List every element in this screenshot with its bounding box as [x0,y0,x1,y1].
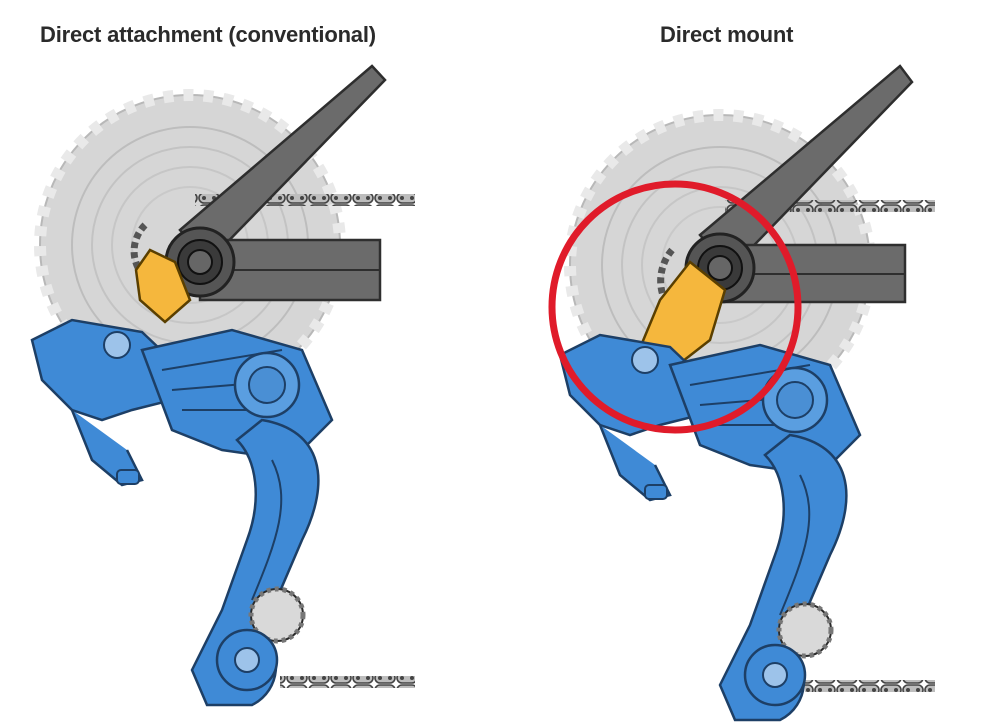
chain-icon [280,676,415,688]
panel-title-direct-mount: Direct mount [660,22,794,47]
rear-derailleur-icon [32,320,332,705]
frame-stay-icon [698,64,914,304]
frame-stay-icon [178,64,387,302]
right-illustration [548,64,935,720]
rear-derailleur-icon [560,335,860,720]
chain-icon [805,680,935,692]
hanger-icon [134,248,192,324]
panel-title-conventional: Direct attachment (conventional) [40,22,376,47]
highlight-circle-icon [548,180,802,434]
left-illustration [32,64,415,705]
